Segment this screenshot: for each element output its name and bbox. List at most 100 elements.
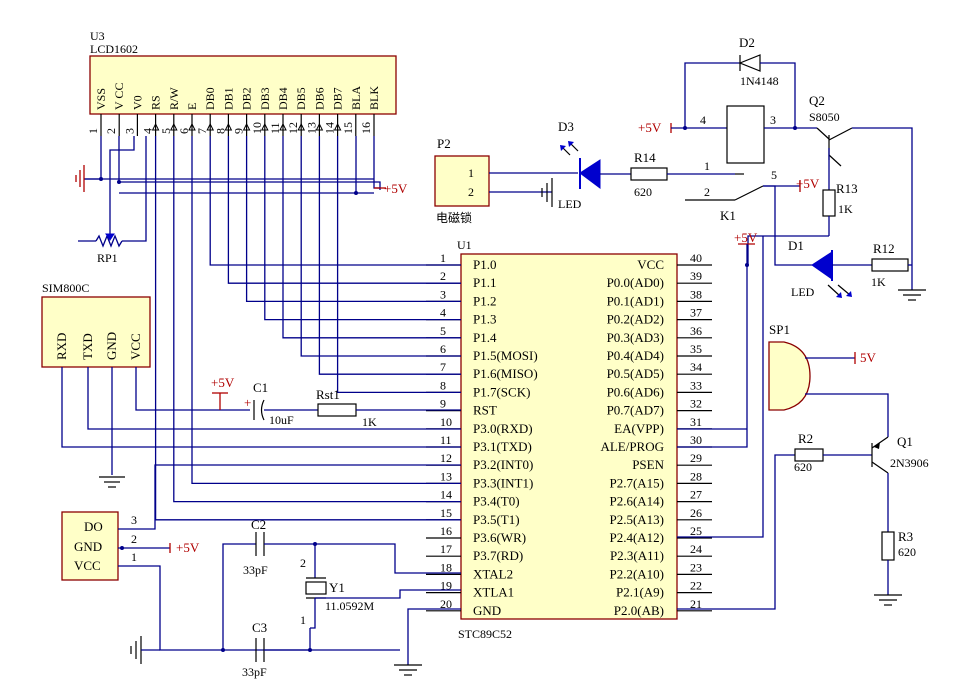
mcu-left-pin-number: 13 <box>440 469 452 483</box>
r3-value: 620 <box>898 545 916 559</box>
c1-vcc-label: +5V <box>211 375 235 390</box>
lcd-data-line <box>264 136 461 321</box>
mcu-left-pin-name: P3.1(TXD) <box>473 439 532 454</box>
lcd-ctrl-line <box>173 136 461 503</box>
mcu-left-pin-name: P3.0(RXD) <box>473 421 533 436</box>
sensor-pin-vcc: VCC <box>74 558 101 573</box>
vcc-rail: +5V <box>677 230 758 448</box>
lcd-pin-number: 3 <box>122 128 136 134</box>
lcd-pin-number: 14 <box>323 122 337 134</box>
mcu-right-pin-number: 31 <box>690 415 702 429</box>
y1-pin1: 1 <box>300 613 306 627</box>
lcd-pin-number: 1 <box>86 128 100 134</box>
mcu-left-pin-number: 18 <box>440 560 452 574</box>
lcd-pin-number: 16 <box>359 122 373 134</box>
lcd-pin-label: V0 <box>130 95 144 110</box>
mcu-right-pin-number: 36 <box>690 324 702 338</box>
mcu-right-pin-number: 29 <box>690 451 702 465</box>
sim-pin-label: TXD <box>80 333 95 360</box>
mcu-left-pin-number: 2 <box>440 269 446 283</box>
y1-pin2: 2 <box>300 556 306 570</box>
lcd-pin-arrow <box>315 122 324 131</box>
mcu-vcc-label: +5V <box>734 230 758 245</box>
mcu-left-pin-name: P3.4(T0) <box>473 494 520 509</box>
mcu-right-pin-name: EA(VPP) <box>614 421 664 436</box>
lcd-pin-number: 8 <box>213 128 227 134</box>
r12-value: 1K <box>871 275 886 289</box>
mcu-left-pin-number: 10 <box>440 415 452 429</box>
c2-ref: C2 <box>251 517 266 532</box>
mcu-left-pin-name: P1.3 <box>473 312 496 327</box>
lcd-pin-label: DB1 <box>221 87 235 110</box>
mcu-right-pin-number: 32 <box>690 397 702 411</box>
q1-value: 2N3906 <box>890 456 929 470</box>
sim-pin-label: VCC <box>128 333 143 360</box>
potentiometer-rp1: RP1 <box>95 233 123 265</box>
mcu-left-pin-name: P1.5(MOSI) <box>473 348 538 363</box>
mcu-right-pin-number: 27 <box>690 488 702 502</box>
mcu-right-pin-number: 25 <box>690 524 702 538</box>
mcu-right-pin-number: 30 <box>690 433 702 447</box>
mcu-left-pin-name: RST <box>473 403 497 418</box>
rst1-ref: Rst1 <box>316 387 340 402</box>
mcu-ground <box>394 608 461 676</box>
r14-ref: R14 <box>634 150 656 165</box>
reset-circuit: +5V + C1 10uF Rst1 1K <box>211 375 461 429</box>
c3-ref: C3 <box>252 620 267 635</box>
sensor-body <box>61 511 119 581</box>
mcu-right-pin-name: P2.3(A11) <box>610 548 664 563</box>
lcd-pin-label: DB4 <box>276 87 290 110</box>
mcu-left-pin-number: 19 <box>440 579 452 593</box>
sim-pin-label: RXD <box>54 333 69 360</box>
mcu-left-pin-number: 11 <box>440 433 452 447</box>
mcu-ref: U1 <box>457 238 472 252</box>
mcu-left-pin-name: P1.7(SCK) <box>473 384 530 399</box>
r13-value: 1K <box>838 202 853 216</box>
mcu-left-pin-number: 9 <box>440 397 446 411</box>
lcd-pin-number: 11 <box>268 122 282 134</box>
sensor-vcc-label: +5V <box>176 540 200 555</box>
rp1-label: RP1 <box>97 251 118 265</box>
mcu-right-pin-name: P0.6(AD6) <box>607 384 664 399</box>
lcd-pin-label: VSS <box>94 88 108 110</box>
p2-ref: P2 <box>437 136 451 151</box>
lcd-wiring <box>78 136 386 242</box>
k1-pin1: 1 <box>704 159 710 173</box>
y1-ref: Y1 <box>329 580 345 595</box>
mcu-left-pin-number: 12 <box>440 451 452 465</box>
k1-pin5: 5 <box>771 168 777 182</box>
mcu-right-pin-name: P0.4(AD4) <box>607 348 664 363</box>
mcu-left-pin-number: 5 <box>440 324 446 338</box>
mcu-left-pin-number: 4 <box>440 306 446 320</box>
q1-ref: Q1 <box>897 434 913 449</box>
mcu-right-pin-name: P0.5(AD5) <box>607 366 664 381</box>
r2-ref: R2 <box>798 431 813 446</box>
mcu-left-pin-name: P1.1 <box>473 275 496 290</box>
r3-ref: R3 <box>898 529 913 544</box>
k1-pin4: 4 <box>700 113 706 127</box>
r2-value: 620 <box>794 460 812 474</box>
r13-ref: R13 <box>836 181 858 196</box>
mcu-right-pin-number: 37 <box>690 306 702 320</box>
lock-circuit: P2 1 2 电磁锁 D3 LED R14 620 <box>434 119 735 225</box>
p2-pin2: 2 <box>468 185 474 199</box>
sensor-module: DO GND VCC 3 2 1 +5V <box>61 464 461 651</box>
mcu-right-pin-number: 26 <box>690 506 702 520</box>
lcd-pin-label: DB7 <box>331 87 345 110</box>
led-d1-circuit: D1 LED R12 1K <box>788 238 926 301</box>
d2-value: 1N4148 <box>740 74 779 88</box>
lcd-data-line <box>336 136 461 394</box>
mcu-left-pin-name: P3.3(INT1) <box>473 475 533 490</box>
mcu-left-pin-name: P3.2(INT0) <box>473 457 533 472</box>
k1-pin3: 3 <box>770 113 776 127</box>
mcu-right-pin-number: 35 <box>690 342 702 356</box>
lcd-pin-number: 4 <box>141 128 155 134</box>
k1-vcc-label: +5V <box>638 120 662 135</box>
lcd-part: LCD1602 <box>90 42 138 56</box>
mcu-left-pin-number: 20 <box>440 597 452 611</box>
lcd-pin-arrow <box>188 122 196 131</box>
rst1-value: 1K <box>362 415 377 429</box>
lcd-pin-arrow <box>224 122 233 131</box>
k1-pin2: 2 <box>704 185 710 199</box>
mcu-right-pin-name: P2.0(AB) <box>614 603 664 618</box>
